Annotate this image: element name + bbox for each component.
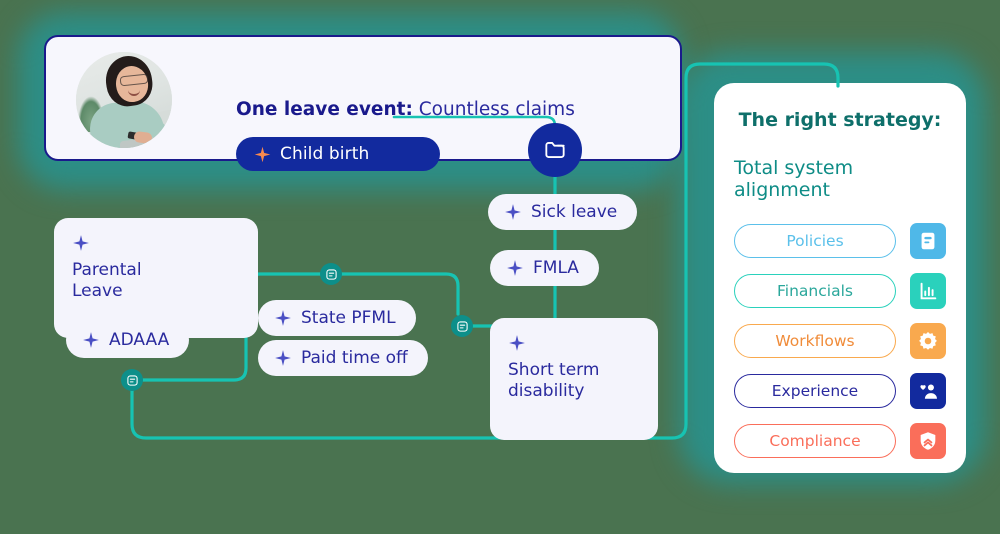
bar-chart-icon[interactable]	[910, 273, 946, 309]
junction-node[interactable]	[320, 263, 342, 285]
node-short-term-disability[interactable]: Short term disability	[490, 318, 658, 440]
node-paid-time-off[interactable]: Paid time off	[258, 340, 428, 376]
node-sick-leave[interactable]: Sick leave	[488, 194, 638, 230]
sparkle-icon	[83, 332, 99, 348]
hero-card: One leave event: Countless claims Child …	[44, 35, 682, 171]
strategy-title: The right strategy:	[738, 109, 942, 131]
hero-heading: One leave event: Countless claims	[236, 99, 575, 120]
sparkle-icon	[275, 350, 291, 366]
node-parental-leave[interactable]: Parental Leave	[54, 218, 258, 338]
node-adaaa[interactable]: ADAAA	[66, 322, 190, 358]
experience-label: Experience	[771, 382, 859, 400]
node-label: ADAAA	[109, 330, 170, 350]
sparkle-icon	[507, 260, 523, 276]
financials-pill[interactable]: Financials	[734, 274, 896, 308]
sparkle-icon	[73, 235, 89, 251]
folder-icon	[545, 142, 565, 158]
hero-heading-bold: One leave event:	[236, 99, 413, 120]
experience-pill[interactable]: Experience	[734, 374, 896, 408]
people-heart-icon[interactable]	[910, 373, 946, 409]
sparkle-icon	[254, 146, 271, 162]
node-label: Parental Leave	[72, 260, 142, 301]
shield-icon[interactable]	[910, 423, 946, 459]
policies-pill[interactable]: Policies	[734, 224, 896, 258]
strategy-row-financials: Financials	[734, 273, 946, 309]
node-label: Sick leave	[531, 202, 618, 222]
junction-node[interactable]	[121, 369, 143, 391]
strategy-row-list: Policies Financials	[734, 223, 946, 459]
junction-node[interactable]	[451, 315, 473, 337]
compliance-label: Compliance	[769, 432, 861, 450]
workflows-pill[interactable]: Workflows	[734, 324, 896, 358]
strategy-card: The right strategy: Total system alignme…	[714, 83, 966, 473]
node-state-pfml[interactable]: State PFML	[258, 300, 416, 336]
document-node-icon	[456, 320, 468, 332]
document-node-icon	[325, 268, 337, 280]
strategy-row-compliance: Compliance	[734, 423, 946, 459]
child-birth-label: Child birth	[280, 144, 370, 164]
sparkle-icon	[505, 204, 521, 220]
child-birth-button[interactable]: Child birth	[236, 137, 440, 171]
node-label: State PFML	[301, 308, 396, 328]
node-label: Paid time off	[301, 348, 408, 368]
sparkle-icon	[275, 310, 291, 326]
compliance-pill[interactable]: Compliance	[734, 424, 896, 458]
policies-label: Policies	[786, 232, 844, 250]
financials-label: Financials	[777, 282, 853, 300]
node-label: Short term disability	[508, 360, 600, 401]
node-label: FMLA	[533, 258, 579, 278]
strategy-row-experience: Experience	[734, 373, 946, 409]
gear-icon[interactable]	[910, 323, 946, 359]
strategy-subtitle: Total system alignment	[734, 157, 854, 201]
document-node-icon	[126, 374, 138, 386]
node-fmla[interactable]: FMLA	[490, 250, 599, 286]
document-icon[interactable]	[910, 223, 946, 259]
folder-node[interactable]	[528, 123, 582, 177]
hero-heading-normal: Countless claims	[418, 99, 575, 120]
strategy-row-workflows: Workflows	[734, 323, 946, 359]
sparkle-icon	[509, 335, 525, 351]
avatar	[76, 52, 172, 148]
strategy-row-policies: Policies	[734, 223, 946, 259]
workflows-label: Workflows	[775, 332, 855, 350]
